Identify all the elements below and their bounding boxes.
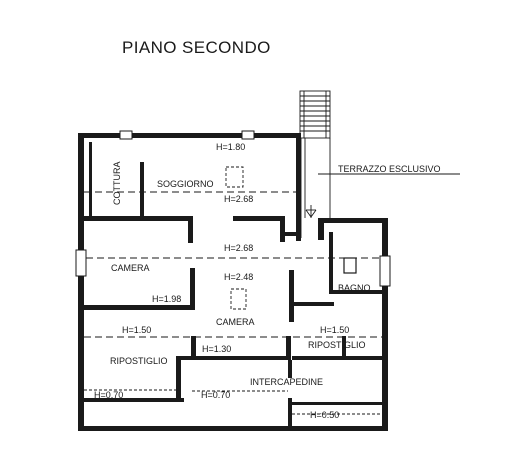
skylight-camera bbox=[230, 288, 247, 310]
label-camera-center: CAMERA bbox=[216, 317, 255, 327]
label-intercapedine: INTERCAPEDINE bbox=[250, 377, 323, 387]
label-h-070-left: H=0.70 bbox=[94, 390, 123, 400]
label-h-180: H=1.80 bbox=[216, 142, 245, 152]
label-camera-left: CAMERA bbox=[111, 263, 150, 273]
label-h-248: H=2.48 bbox=[224, 272, 253, 282]
skylight-soggiorno bbox=[225, 166, 244, 188]
label-bagno: BAGNO bbox=[338, 283, 371, 293]
terrace-entry-marker bbox=[305, 205, 317, 218]
label-ripostiglio-right: RIPOSTIGLIO bbox=[308, 340, 366, 350]
label-h-150-right: H=1.50 bbox=[320, 325, 349, 335]
label-terrazzo: TERRAZZO ESCLUSIVO bbox=[338, 164, 441, 174]
label-h-268-top: H=2.68 bbox=[224, 194, 253, 204]
label-h-268-mid: H=2.68 bbox=[224, 243, 253, 253]
label-soggiorno: SOGGIORNO bbox=[157, 179, 214, 189]
label-cottura: COTTURA bbox=[112, 162, 122, 206]
plan-title: PIANO SECONDO bbox=[122, 38, 271, 57]
staircase bbox=[299, 90, 331, 238]
section-lines bbox=[84, 191, 382, 415]
label-h-050: H=0.50 bbox=[310, 410, 339, 420]
inner-walls bbox=[84, 142, 382, 426]
label-h-130: H=1.30 bbox=[202, 344, 231, 354]
label-ripostiglio-left: RIPOSTIGLIO bbox=[110, 356, 168, 366]
outer-walls bbox=[75, 130, 391, 431]
label-h-150-left: H=1.50 bbox=[122, 325, 151, 335]
label-h-070-mid: H=0.70 bbox=[201, 390, 230, 400]
label-h-198: H=1.98 bbox=[152, 294, 181, 304]
